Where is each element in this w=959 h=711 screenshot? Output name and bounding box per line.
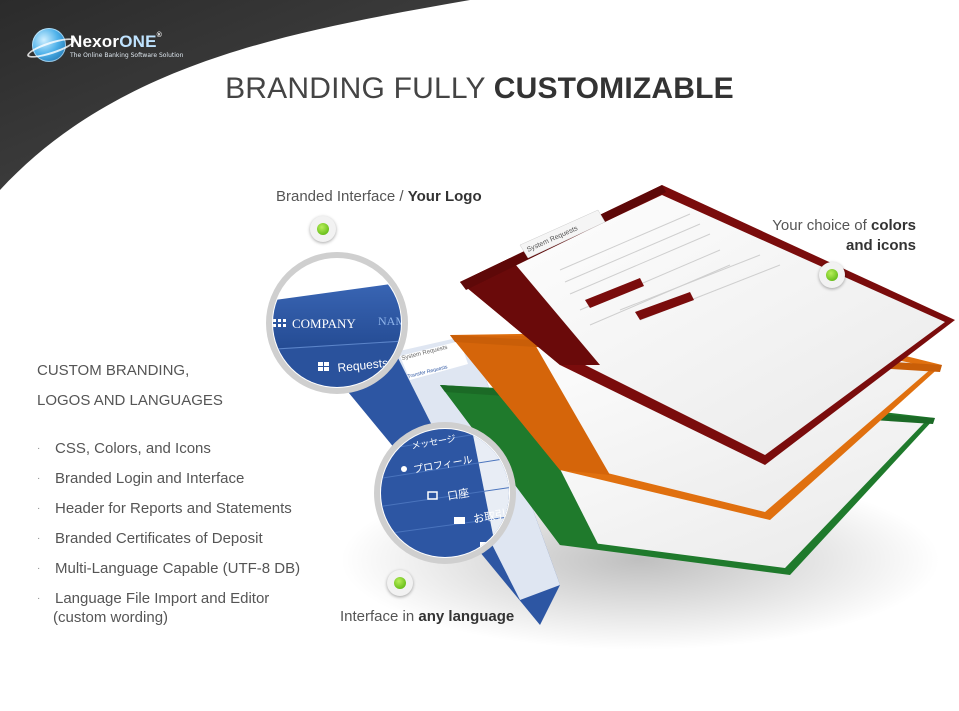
globe-icon <box>32 28 66 62</box>
brand-name-accent: ONE <box>119 31 157 51</box>
company-name-text: COMPANY <box>292 316 356 331</box>
callout-colors-bold2: and icons <box>845 237 916 254</box>
screen-red: System Requests <box>460 185 955 465</box>
account-icon <box>427 491 438 500</box>
callout-language: Interface in any language <box>340 608 514 625</box>
callout-logo-bold: Your Logo <box>407 188 482 205</box>
brand-name: Nexor <box>70 31 120 51</box>
lang-item-account: 口座 <box>446 485 470 503</box>
registered-mark: ® <box>156 31 162 39</box>
list-item: ·Branded Certificates of Deposit <box>37 530 263 547</box>
list-item: ·Language File Import and Editor <box>37 590 270 607</box>
list-item: ·Header for Reports and Statements <box>37 500 292 517</box>
callout-language-light: Interface in <box>340 608 419 625</box>
page-title-bold: CUSTOMIZABLE <box>493 72 734 105</box>
callout-dot-colors <box>819 262 845 288</box>
callout-logo: Branded Interface / Your Logo <box>276 188 482 205</box>
language-magnifier: メッセージ プロフィール 口座 お取引 <box>374 422 516 564</box>
features-list: ·CSS, Colors, and Icons ·Branded Login a… <box>37 434 300 614</box>
callout-logo-light: Branded Interface / <box>276 188 408 205</box>
callout-dot-language <box>387 570 413 596</box>
features-heading-1: CUSTOM BRANDING, <box>37 362 190 379</box>
callout-colors: Your choice of colors and icons <box>772 216 916 256</box>
profile-icon <box>401 466 407 472</box>
features-block: CUSTOM BRANDING, LOGOS AND LANGUAGES ·CS… <box>37 356 300 626</box>
lang-item-transactions: お取引 <box>472 506 507 526</box>
requests-icon <box>318 362 329 371</box>
page-title-light: BRANDING FULLY <box>225 72 494 105</box>
list-item: ·Branded Login and Interface <box>37 470 245 487</box>
callout-colors-light: Your choice of <box>772 217 871 234</box>
company-name-suffix: NAME <box>378 314 413 328</box>
callout-language-bold: any language <box>418 608 515 625</box>
requests-text: Requests <box>337 356 389 375</box>
brand-tagline: The Online Banking Software Solution <box>70 51 184 59</box>
list-item: ·CSS, Colors, and Icons <box>37 440 211 457</box>
transaction-icon <box>454 517 465 524</box>
page-title: BRANDING FULLY CUSTOMIZABLE <box>0 72 959 106</box>
nexorone-logo: NexorONE® The Online Banking Software So… <box>32 28 183 62</box>
list-item: ·Multi-Language Capable (UTF-8 DB) <box>37 560 301 577</box>
features-heading-2: LOGOS AND LANGUAGES <box>37 392 223 409</box>
feature-continuation: (custom wording) <box>53 609 169 626</box>
callout-colors-bold1: colors <box>870 217 916 234</box>
callout-dot-logo <box>310 216 336 242</box>
